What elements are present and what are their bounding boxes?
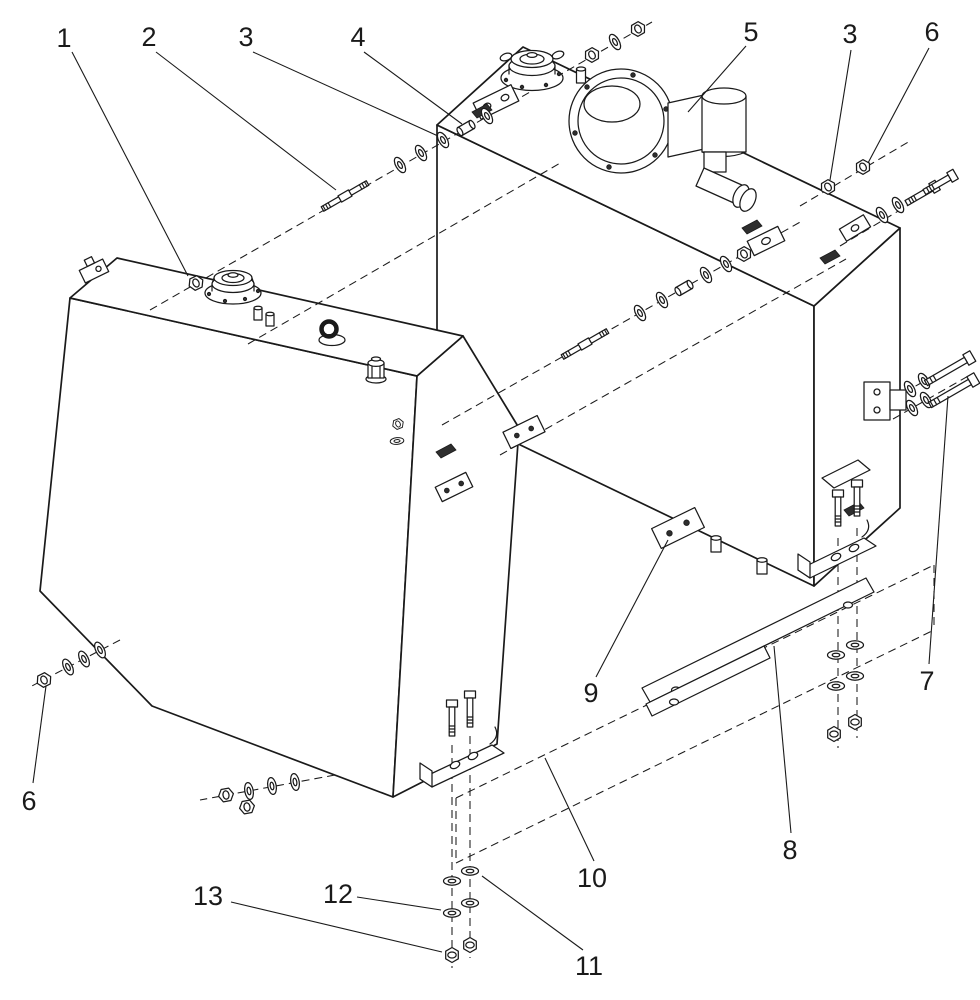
- callout-10-leader: [544, 757, 595, 862]
- callout-12-label: 12: [323, 879, 353, 909]
- callout-6b: 6: [21, 685, 47, 816]
- callout-3b-leader: [829, 49, 852, 181]
- mounting-strap-short: [645, 645, 771, 717]
- callout-6b-label: 6: [21, 786, 36, 816]
- left-tank-corner-bracket: [78, 256, 110, 284]
- callout-13-leader: [230, 901, 443, 953]
- callout-1-leader: [71, 51, 189, 277]
- nut-part-6b: [33, 670, 55, 690]
- callout-9: 9: [583, 539, 669, 708]
- callout-5-label: 5: [743, 17, 758, 47]
- small-plugs: [253, 305, 275, 327]
- breather-valve: [365, 356, 387, 384]
- strap-position-outline: [455, 564, 935, 864]
- callout-6a: 6: [867, 17, 940, 164]
- tie-down-shackle: [318, 319, 346, 347]
- axis-mid-2: [499, 258, 847, 456]
- right-mounting-foot: [797, 519, 877, 579]
- callout-11: 11: [481, 875, 603, 981]
- callout-11-leader: [481, 875, 584, 951]
- breather-elbow-assembly: [667, 87, 757, 212]
- washer-part-12: [442, 908, 462, 918]
- callout-12: 12: [323, 879, 442, 911]
- callout-13-label: 13: [193, 881, 223, 911]
- callout-2-label: 2: [141, 22, 156, 52]
- hardware-axis-right: [901, 350, 980, 419]
- drain-plugs: [710, 535, 768, 575]
- callout-6a-label: 6: [924, 17, 939, 47]
- callout-12-leader: [356, 896, 442, 911]
- left-fuel-tank: [39, 257, 520, 798]
- callout-2-leader: [155, 51, 337, 191]
- stud-part-2: [320, 179, 370, 213]
- callout-6a-leader: [867, 47, 930, 164]
- callout-3a-label: 3: [238, 22, 253, 52]
- callout-3a-leader: [252, 51, 439, 137]
- callouts: 1 2 3 4 5 3 6 7: [21, 17, 949, 981]
- outlet-flange: [863, 381, 907, 421]
- callout-7: 7: [919, 395, 949, 696]
- callout-9-leader: [595, 539, 669, 678]
- callout-5-leader: [687, 45, 747, 113]
- callout-4: 4: [350, 22, 463, 125]
- callout-5: 5: [687, 17, 759, 113]
- callout-6b-leader: [32, 685, 47, 784]
- callout-4-label: 4: [350, 22, 365, 52]
- left-tank-front-face: [39, 297, 418, 798]
- right-filler-cap: [499, 49, 565, 92]
- callout-7-leader: [928, 395, 949, 665]
- axis-right-2: [892, 374, 971, 420]
- callout-3b-label: 3: [842, 19, 857, 49]
- callout-10-label: 10: [577, 863, 607, 893]
- sender-unit: [568, 68, 674, 174]
- callout-11-label: 11: [575, 951, 603, 981]
- callout-10: 10: [544, 757, 607, 893]
- callout-1: 1: [56, 23, 189, 277]
- washer-part-11: [460, 866, 480, 876]
- axis-topright-2: [799, 140, 911, 207]
- seam-plate-upper: [434, 471, 474, 503]
- bottom-bracket-9: [650, 506, 706, 550]
- callout-13: 13: [193, 881, 443, 953]
- callout-3a: 3: [238, 22, 439, 137]
- small-plug: [575, 66, 587, 84]
- callout-1-label: 1: [56, 23, 71, 53]
- callout-9-label: 9: [583, 678, 598, 708]
- nut-part-13: [445, 946, 459, 964]
- axis-top-2: [247, 161, 563, 345]
- clamp-plate-topright: [838, 214, 872, 242]
- callout-8-leader: [773, 645, 792, 834]
- strap-notch: [821, 459, 871, 489]
- callout-8: 8: [773, 645, 798, 865]
- callout-4-leader: [363, 51, 463, 125]
- callout-2: 2: [141, 22, 337, 191]
- seam-plate-mid: [502, 414, 546, 450]
- left-filler-cap: [204, 269, 262, 305]
- left-mounting-foot: [419, 726, 505, 788]
- callout-8-label: 8: [782, 835, 797, 865]
- callout-3b: 3: [829, 19, 858, 181]
- callout-7-label: 7: [919, 666, 934, 696]
- strap-bracket-top: [746, 225, 786, 257]
- axis-bottomleft-1: [27, 639, 121, 689]
